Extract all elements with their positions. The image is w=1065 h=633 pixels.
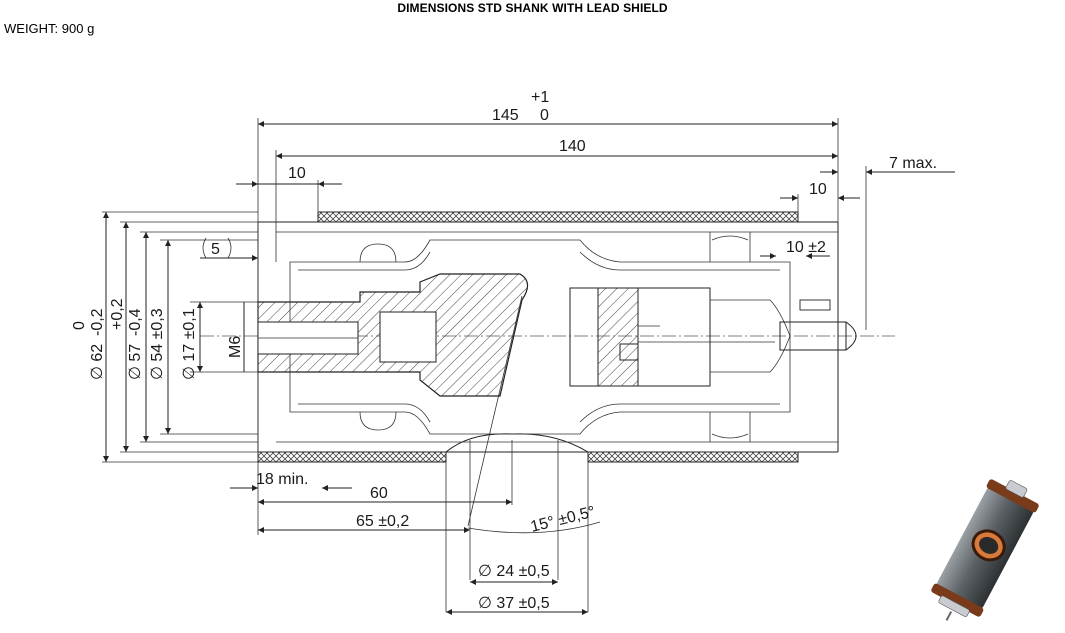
dim-145-tol-lower: 0 xyxy=(540,107,549,124)
dim-65: 65 ±0,2 xyxy=(356,513,409,530)
dim-60: 60 xyxy=(370,485,388,502)
dim-d57-tol-upper: +0,2 xyxy=(109,298,126,330)
dim-140: 140 xyxy=(559,138,586,155)
dim-pin-10: 10 ±2 xyxy=(786,239,826,256)
dim-d54: ∅ 54 ±0,3 xyxy=(149,308,166,380)
dim-145-tol-upper: +1 xyxy=(531,89,549,106)
dim-18-min: 18 min. xyxy=(256,471,308,488)
extension-lines xyxy=(102,118,867,612)
dim-d17: ∅ 17 ±0,1 xyxy=(181,308,198,380)
diameter-labels: 0 ∅ 62 -0,2 +0,2 ∅ 57 -0,4 ∅ 54 ±0,3 ∅ 1… xyxy=(71,298,244,380)
dim-angle-15: 15° ±0,5° xyxy=(529,503,597,535)
dim-ref-5-text: 5 xyxy=(211,241,220,258)
dim-d57-tol-lower: -0,4 xyxy=(127,308,144,336)
dim-d62: ∅ 62 xyxy=(89,344,106,380)
weight-label: WEIGHT: 900 g xyxy=(4,21,95,36)
tube-body xyxy=(200,211,895,463)
page-title: DIMENSIONS STD SHANK WITH LEAD SHIELD xyxy=(397,1,668,15)
dim-right-10: 10 xyxy=(809,181,827,198)
dim-d24: ∅ 24 ±0,5 xyxy=(478,563,550,580)
dim-145: 145 xyxy=(492,107,519,124)
dim-left-10: 10 xyxy=(288,165,306,182)
dim-d57: ∅ 57 xyxy=(127,344,144,380)
dim-d62-tol-lower: -0,2 xyxy=(89,308,106,336)
dim-7-max: 7 max. xyxy=(889,155,937,172)
dim-ref-5: 5 xyxy=(202,237,232,259)
dimension-lines xyxy=(103,121,955,615)
tube-thumbnail-icon xyxy=(931,479,1039,621)
dim-d62-tol-upper: 0 xyxy=(71,321,88,330)
dim-m6: M6 xyxy=(227,336,244,358)
dim-d37: ∅ 37 ±0,5 xyxy=(478,595,550,612)
